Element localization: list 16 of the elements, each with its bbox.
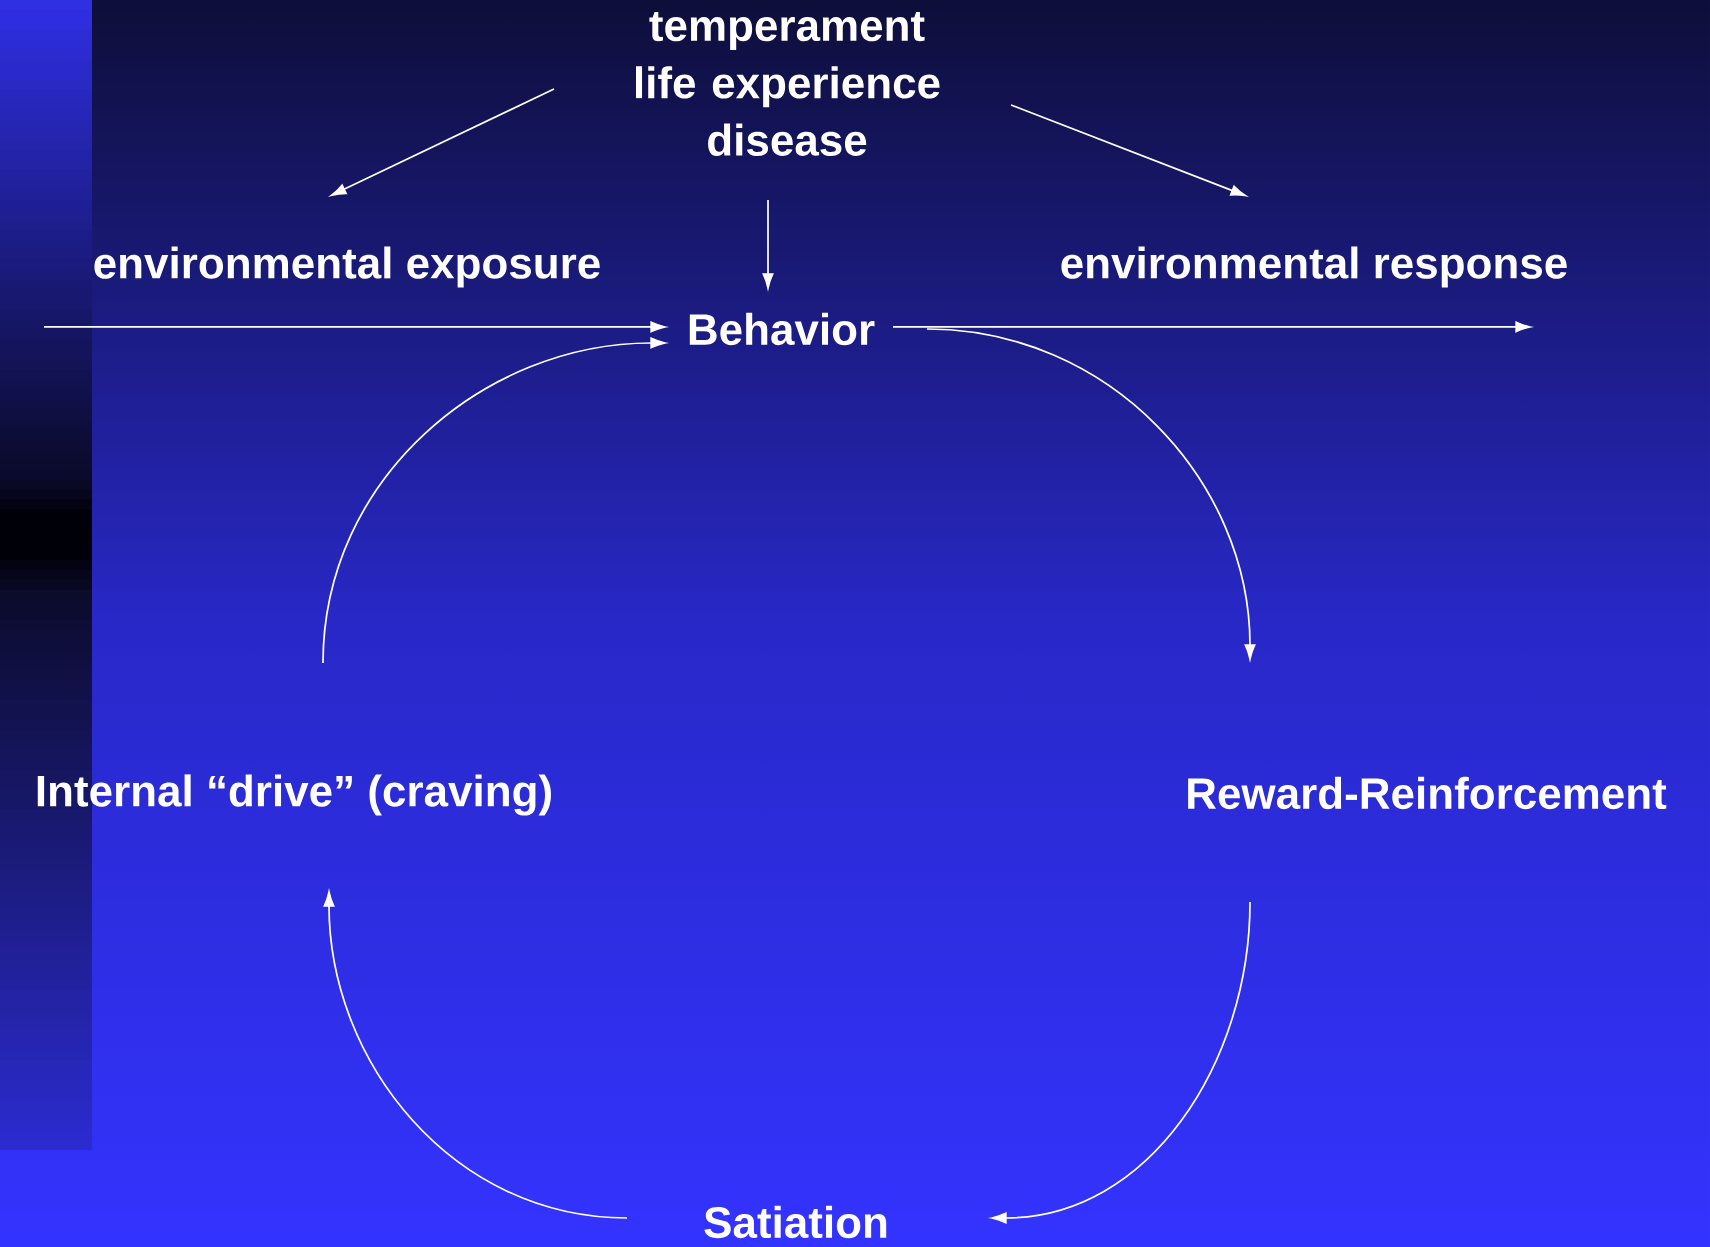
arrow [926, 328, 1256, 660]
arrow [1010, 104, 1246, 197]
arrow [991, 901, 1251, 1224]
arrow [323, 891, 628, 1219]
node-label: Internal “drive” (craving) [37, 774, 551, 816]
arrow [892, 321, 1531, 333]
node-label: Satiation [704, 1205, 887, 1239]
arrow [322, 337, 666, 664]
arrow [43, 321, 666, 333]
node-label: Behavior [689, 312, 875, 346]
node-label: environmental exposure [94, 246, 600, 288]
node-label: environmental response [1061, 246, 1567, 288]
arrow [330, 88, 555, 197]
heading-text: temperament life experience disease [636, 12, 940, 156]
node-label: Reward-Reinforcement [1188, 776, 1667, 810]
arrow [762, 199, 774, 289]
